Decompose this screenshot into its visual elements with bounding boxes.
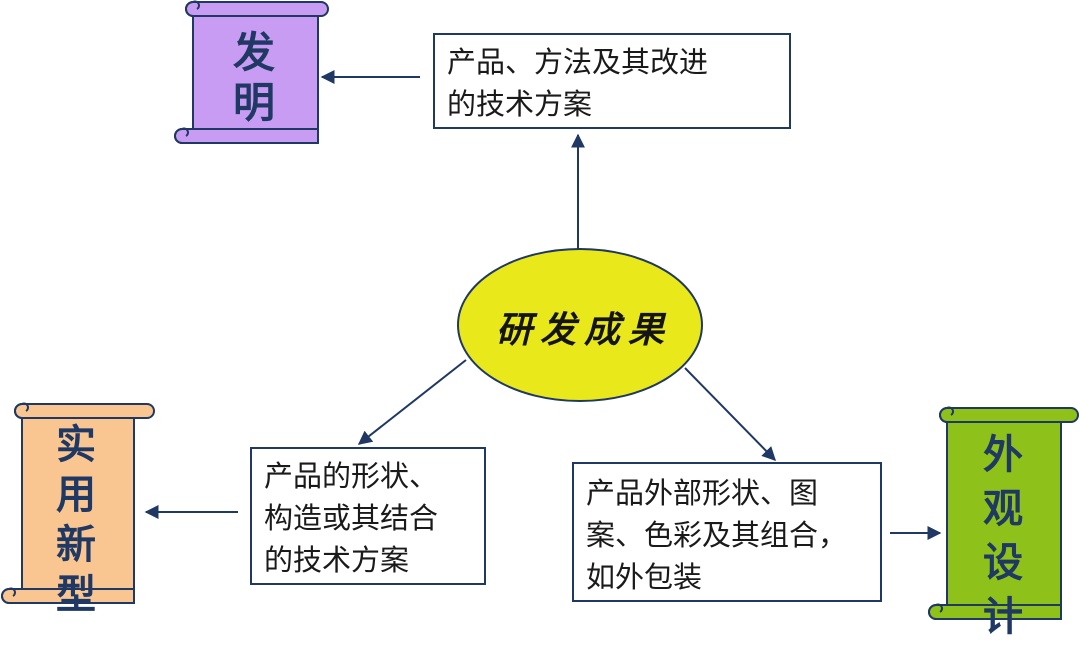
invention-label: 发 明	[202, 28, 306, 128]
design-label: 外 观 设 计	[946, 428, 1060, 644]
center-node-ellipse	[457, 248, 703, 402]
design-scroll	[928, 406, 1079, 620]
arrow-center-to-design	[684, 367, 776, 462]
invention-description-box: 产品、方法及其改进 的技术方案	[433, 33, 791, 129]
design-label-char: 设	[983, 540, 1023, 586]
invention-description-line: 产品、方法及其改进	[447, 45, 709, 79]
invention-scroll	[174, 0, 329, 144]
invention-scroll-bottom-roll	[174, 128, 319, 144]
design-scroll-top-curl	[939, 406, 954, 423]
utility-description-line: 的技术方案	[264, 543, 410, 577]
utility-scroll-bottom-curl	[1, 587, 16, 604]
design-description-box: 产品外部形状、图 案、色彩及其组合， 如外包装	[572, 462, 882, 602]
design-label-char: 外	[983, 432, 1023, 478]
utility-description-line: 构造或其结合	[264, 501, 439, 535]
utility-model-label: 实 用 新 型	[20, 420, 132, 620]
invention-scroll-top-roll	[185, 0, 329, 17]
design-label-char: 观	[983, 486, 1023, 532]
design-description-line: 产品外部形状、图	[586, 476, 819, 510]
design-description-line: 如外包装	[586, 560, 703, 594]
invention-scroll-bottom-curl	[174, 127, 189, 144]
utility-description-line: 产品的形状、	[264, 459, 439, 493]
design-scroll-top-roll	[939, 407, 1079, 423]
utility-scroll	[1, 402, 155, 604]
utility-label-char: 新	[56, 522, 96, 568]
utility-label-char: 型	[56, 572, 96, 618]
design-scroll-bottom-curl	[928, 603, 943, 620]
arrow-center-to-utility	[357, 359, 467, 445]
utility-scroll-top-curl	[14, 402, 29, 419]
design-label-char: 计	[983, 594, 1023, 640]
utility-label-char: 实	[56, 422, 96, 468]
utility-description-box: 产品的形状、 构造或其结合 的技术方案	[250, 447, 486, 585]
invention-description-line: 的技术方案	[447, 87, 593, 121]
utility-scroll-top-roll	[14, 403, 155, 419]
design-description-line: 案、色彩及其组合，	[586, 518, 848, 552]
center-node-label: 研发成果	[495, 309, 672, 351]
invention-scroll-top-curl	[185, 0, 200, 17]
invention-label-char: 发	[232, 28, 275, 77]
utility-label-char: 用	[56, 472, 96, 518]
invention-label-char: 明	[232, 78, 275, 127]
